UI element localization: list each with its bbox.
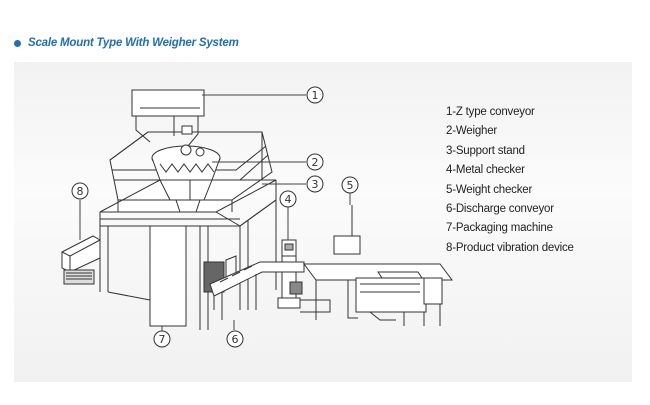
callout-label: 7 bbox=[159, 333, 166, 346]
support-stand-drawing bbox=[99, 179, 277, 227]
callout-3: 3 bbox=[306, 175, 324, 193]
section-heading: Scale Mount Type With Weigher System bbox=[14, 37, 239, 49]
legend-item: 6-Discharge conveyor bbox=[446, 202, 554, 215]
callout-2: 2 bbox=[306, 153, 324, 171]
callout-label: 6 bbox=[232, 333, 239, 346]
section-title: Scale Mount Type With Weigher System bbox=[28, 37, 239, 49]
legend-item: 7-Packaging machine bbox=[446, 222, 553, 235]
legend-item: 4-Metal checker bbox=[446, 164, 525, 177]
callout-leaders bbox=[79, 94, 351, 332]
legend-item: 8-Product vibration device bbox=[446, 241, 574, 254]
callout-8: 8 bbox=[71, 182, 89, 200]
callout-label: 4 bbox=[285, 193, 292, 206]
callout-1: 1 bbox=[306, 86, 324, 104]
callout-label: 5 bbox=[347, 179, 354, 192]
metal-checker-drawing bbox=[277, 239, 303, 309]
callout-label: 3 bbox=[312, 178, 319, 191]
callout-label: 1 bbox=[312, 89, 319, 102]
legend-item: 3-Support stand bbox=[446, 144, 525, 157]
z-conveyor-drawing bbox=[131, 89, 205, 147]
diagram-panel bbox=[14, 62, 632, 382]
callout-markers: 1 2 3 4 5 6 7 8 bbox=[71, 86, 359, 348]
callout-5: 5 bbox=[341, 176, 359, 194]
callout-label: 2 bbox=[312, 156, 319, 169]
legend-item: 5-Weight checker bbox=[446, 183, 533, 196]
weight-checker-drawing bbox=[300, 205, 453, 326]
vibration-device-drawing bbox=[61, 235, 101, 285]
legend-item: 2-Weigher bbox=[446, 125, 498, 138]
component-legend: 1-Z type conveyor 2-Weigher 3-Support st… bbox=[446, 103, 574, 258]
discharge-conveyor-drawing bbox=[209, 261, 305, 320]
callout-6: 6 bbox=[226, 330, 244, 348]
bullet-icon bbox=[14, 39, 21, 47]
weigher-drawing bbox=[109, 131, 273, 213]
callout-label: 8 bbox=[77, 185, 84, 198]
callout-7: 7 bbox=[153, 330, 171, 348]
callout-4: 4 bbox=[279, 190, 297, 208]
legend-item: 1-Z type conveyor bbox=[446, 106, 535, 118]
